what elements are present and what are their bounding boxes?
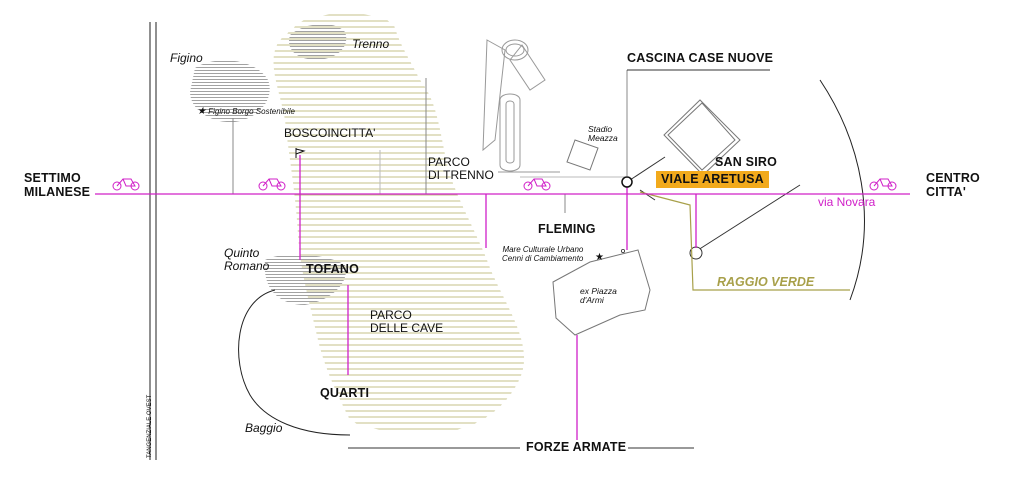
label-trenno: Trenno — [352, 37, 390, 51]
label-raggio-verde: RAGGIO VERDE — [717, 275, 815, 289]
label-parco-di-trenno: PARCO DI TRENNO — [428, 155, 494, 183]
flag-icon — [295, 148, 306, 158]
label-fleming: FLEMING — [538, 222, 596, 236]
star-icon: ★ — [197, 106, 206, 117]
label-tangenziale-ovest: TANGENZIALE OVEST — [147, 394, 153, 458]
label-baggio: Baggio — [245, 421, 283, 435]
label-san-siro: SAN SIRO — [715, 155, 778, 169]
label-boscoincitta: BOSCOINCITTA' — [284, 126, 376, 140]
star-icon: ★ — [595, 252, 604, 263]
poi-figino-borgo: ★ Figino Borgo Sostenibile — [197, 106, 295, 117]
label-cascina-case-nuove: CASCINA CASE NUOVE — [627, 51, 774, 65]
label-quarti: QUARTI — [320, 386, 370, 400]
trenno-area — [289, 24, 347, 60]
label-figino: Figino — [170, 51, 203, 65]
bicycle-icon — [523, 178, 551, 191]
label-ex-piazza-darmi: ex Piazza d'Armi — [580, 286, 617, 306]
bicycle-icon — [112, 178, 140, 191]
label-parco-delle-cave: PARCO DELLE CAVE — [370, 308, 444, 336]
label-forze-armate: FORZE ARMATE — [526, 440, 627, 454]
figino-area — [190, 60, 270, 123]
label-figino-borgo: Figino Borgo Sostenibile — [208, 107, 295, 116]
quinto-area — [264, 254, 346, 305]
bicycle-icon — [869, 178, 897, 191]
label-tofano: TOFANO — [306, 262, 360, 276]
label-stadio-meazza: Stadio Meazza — [588, 124, 618, 144]
label-quinto-romano: Quinto Romano — [224, 246, 270, 274]
label-viale-aretusa: VIALE ARETUSA — [656, 171, 769, 188]
label-centro-citta: CENTRO CITTA' — [926, 171, 980, 199]
park-area — [273, 13, 525, 433]
label-settimo-milanese: SETTIMO MILANESE — [24, 171, 91, 199]
label-mare-culturale-urbano: Mare Culturale Urbano Cenni di Cambiamen… — [502, 245, 584, 263]
bicycle-icon — [258, 178, 286, 191]
label-via-novara: via Novara — [818, 195, 876, 209]
